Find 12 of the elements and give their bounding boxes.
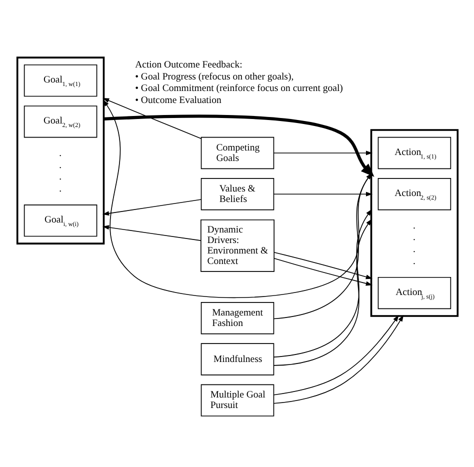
label: .	[58, 171, 62, 182]
label: • Goal Commitment (reinforce focus on current goal)	[134, 82, 342, 94]
label: .	[412, 255, 415, 266]
label: Action Outcome Feedback:	[134, 58, 242, 70]
label: • Outcome Evaluation	[134, 94, 221, 106]
label: .	[412, 244, 415, 255]
label: • Goal Progress (refocus on other goals),	[134, 70, 294, 82]
label: .	[58, 182, 62, 194]
label: .	[412, 220, 415, 231]
label: .	[412, 232, 415, 243]
label: .	[58, 147, 62, 158]
label: .	[58, 159, 62, 170]
